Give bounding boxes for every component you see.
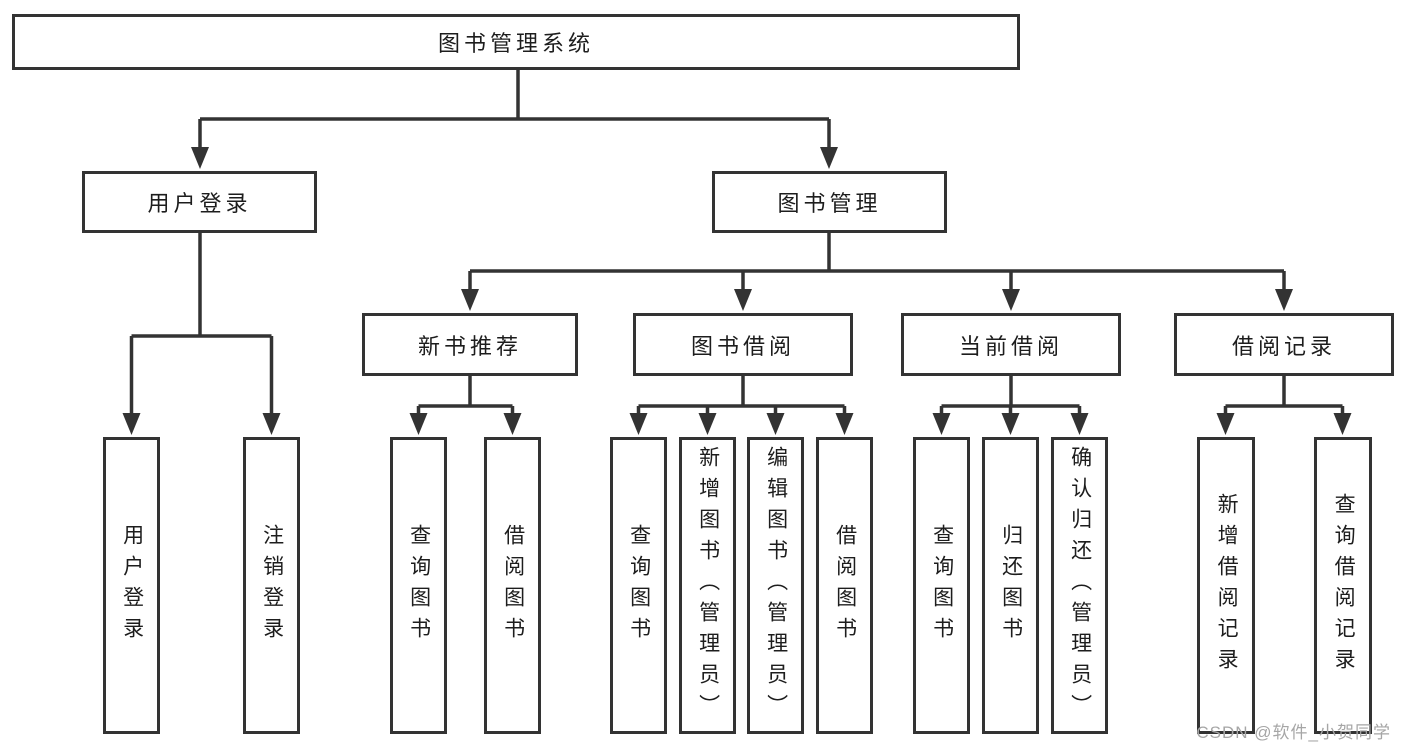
arrow-down-icon <box>409 413 428 435</box>
arrow-down-icon <box>766 413 785 435</box>
node-user-login-leaf: 用户登录 <box>103 437 160 734</box>
arrow-down-icon <box>734 289 752 311</box>
node-confirm-return-admin-label: 确认归还（管理员） <box>1068 446 1092 725</box>
node-edit-book-admin-label: 编辑图书（管理员） <box>764 446 788 725</box>
arrow-down-icon <box>835 413 854 435</box>
node-user-login-label: 用户登录 <box>147 191 252 216</box>
arrow-down-icon <box>1001 413 1020 435</box>
node-library-system: 图书管理系统 <box>12 14 1020 70</box>
node-logout-label: 注销登录 <box>260 523 284 648</box>
arrow-down-icon <box>629 413 648 435</box>
node-user-login: 用户登录 <box>82 171 317 233</box>
node-book-management-label: 图书管理 <box>777 191 882 216</box>
node-edit-book-admin: 编辑图书（管理员） <box>747 437 804 734</box>
arrow-down-icon <box>1333 413 1352 435</box>
node-query-books-recommend: 查询图书 <box>390 437 447 734</box>
node-borrow-books-recommend: 借阅图书 <box>484 437 541 734</box>
arrow-down-icon <box>1216 413 1235 435</box>
arrow-down-icon <box>932 413 951 435</box>
node-query-books-borrow: 查询图书 <box>610 437 667 734</box>
arrow-down-icon <box>1070 413 1089 435</box>
arrow-down-icon <box>503 413 522 435</box>
node-query-books-borrow-label: 查询图书 <box>627 523 651 648</box>
node-query-borrow-record: 查询借阅记录 <box>1314 437 1372 734</box>
node-query-books-current: 查询图书 <box>913 437 970 734</box>
arrow-down-icon <box>698 413 717 435</box>
node-query-books-recommend-label: 查询图书 <box>407 523 431 648</box>
csdn-watermark: CSDN @软件_小贺同学 <box>1196 723 1391 742</box>
node-borrow-books-leaf: 借阅图书 <box>816 437 873 734</box>
node-book-management: 图书管理 <box>712 171 947 233</box>
arrow-down-icon <box>122 413 141 435</box>
node-user-login-leaf-label: 用户登录 <box>120 523 144 648</box>
node-return-book-label: 归还图书 <box>999 523 1023 648</box>
node-borrow-books-recommend-label: 借阅图书 <box>501 523 525 648</box>
node-current-borrow-label: 当前借阅 <box>958 333 1063 359</box>
node-borrow-books-leaf-label: 借阅图书 <box>833 523 857 648</box>
arrow-down-icon <box>1275 289 1293 311</box>
arrow-down-icon <box>262 413 281 435</box>
arrow-down-icon <box>1002 289 1020 311</box>
arrow-down-icon <box>820 147 838 169</box>
node-borrow-records-label: 借阅记录 <box>1231 333 1336 359</box>
node-book-borrow: 图书借阅 <box>633 313 853 376</box>
node-add-borrow-record-label: 新增借阅记录 <box>1215 492 1239 679</box>
node-logout: 注销登录 <box>243 437 300 734</box>
node-return-book: 归还图书 <box>982 437 1039 734</box>
node-add-book-admin: 新增图书（管理员） <box>679 437 736 734</box>
node-borrow-records: 借阅记录 <box>1174 313 1394 376</box>
node-current-borrow: 当前借阅 <box>901 313 1121 376</box>
node-query-borrow-record-label: 查询借阅记录 <box>1332 492 1356 679</box>
node-new-book-recommend: 新书推荐 <box>362 313 578 376</box>
arrow-down-icon <box>461 289 479 311</box>
arrow-down-icon <box>191 147 209 169</box>
node-confirm-return-admin: 确认归还（管理员） <box>1051 437 1108 734</box>
node-new-book-recommend-label: 新书推荐 <box>417 333 522 359</box>
node-query-books-current-label: 查询图书 <box>930 523 954 648</box>
node-library-system-label: 图书管理系统 <box>437 31 594 56</box>
node-book-borrow-label: 图书借阅 <box>690 333 795 359</box>
node-add-borrow-record: 新增借阅记录 <box>1197 437 1255 734</box>
node-add-book-admin-label: 新增图书（管理员） <box>696 446 720 725</box>
